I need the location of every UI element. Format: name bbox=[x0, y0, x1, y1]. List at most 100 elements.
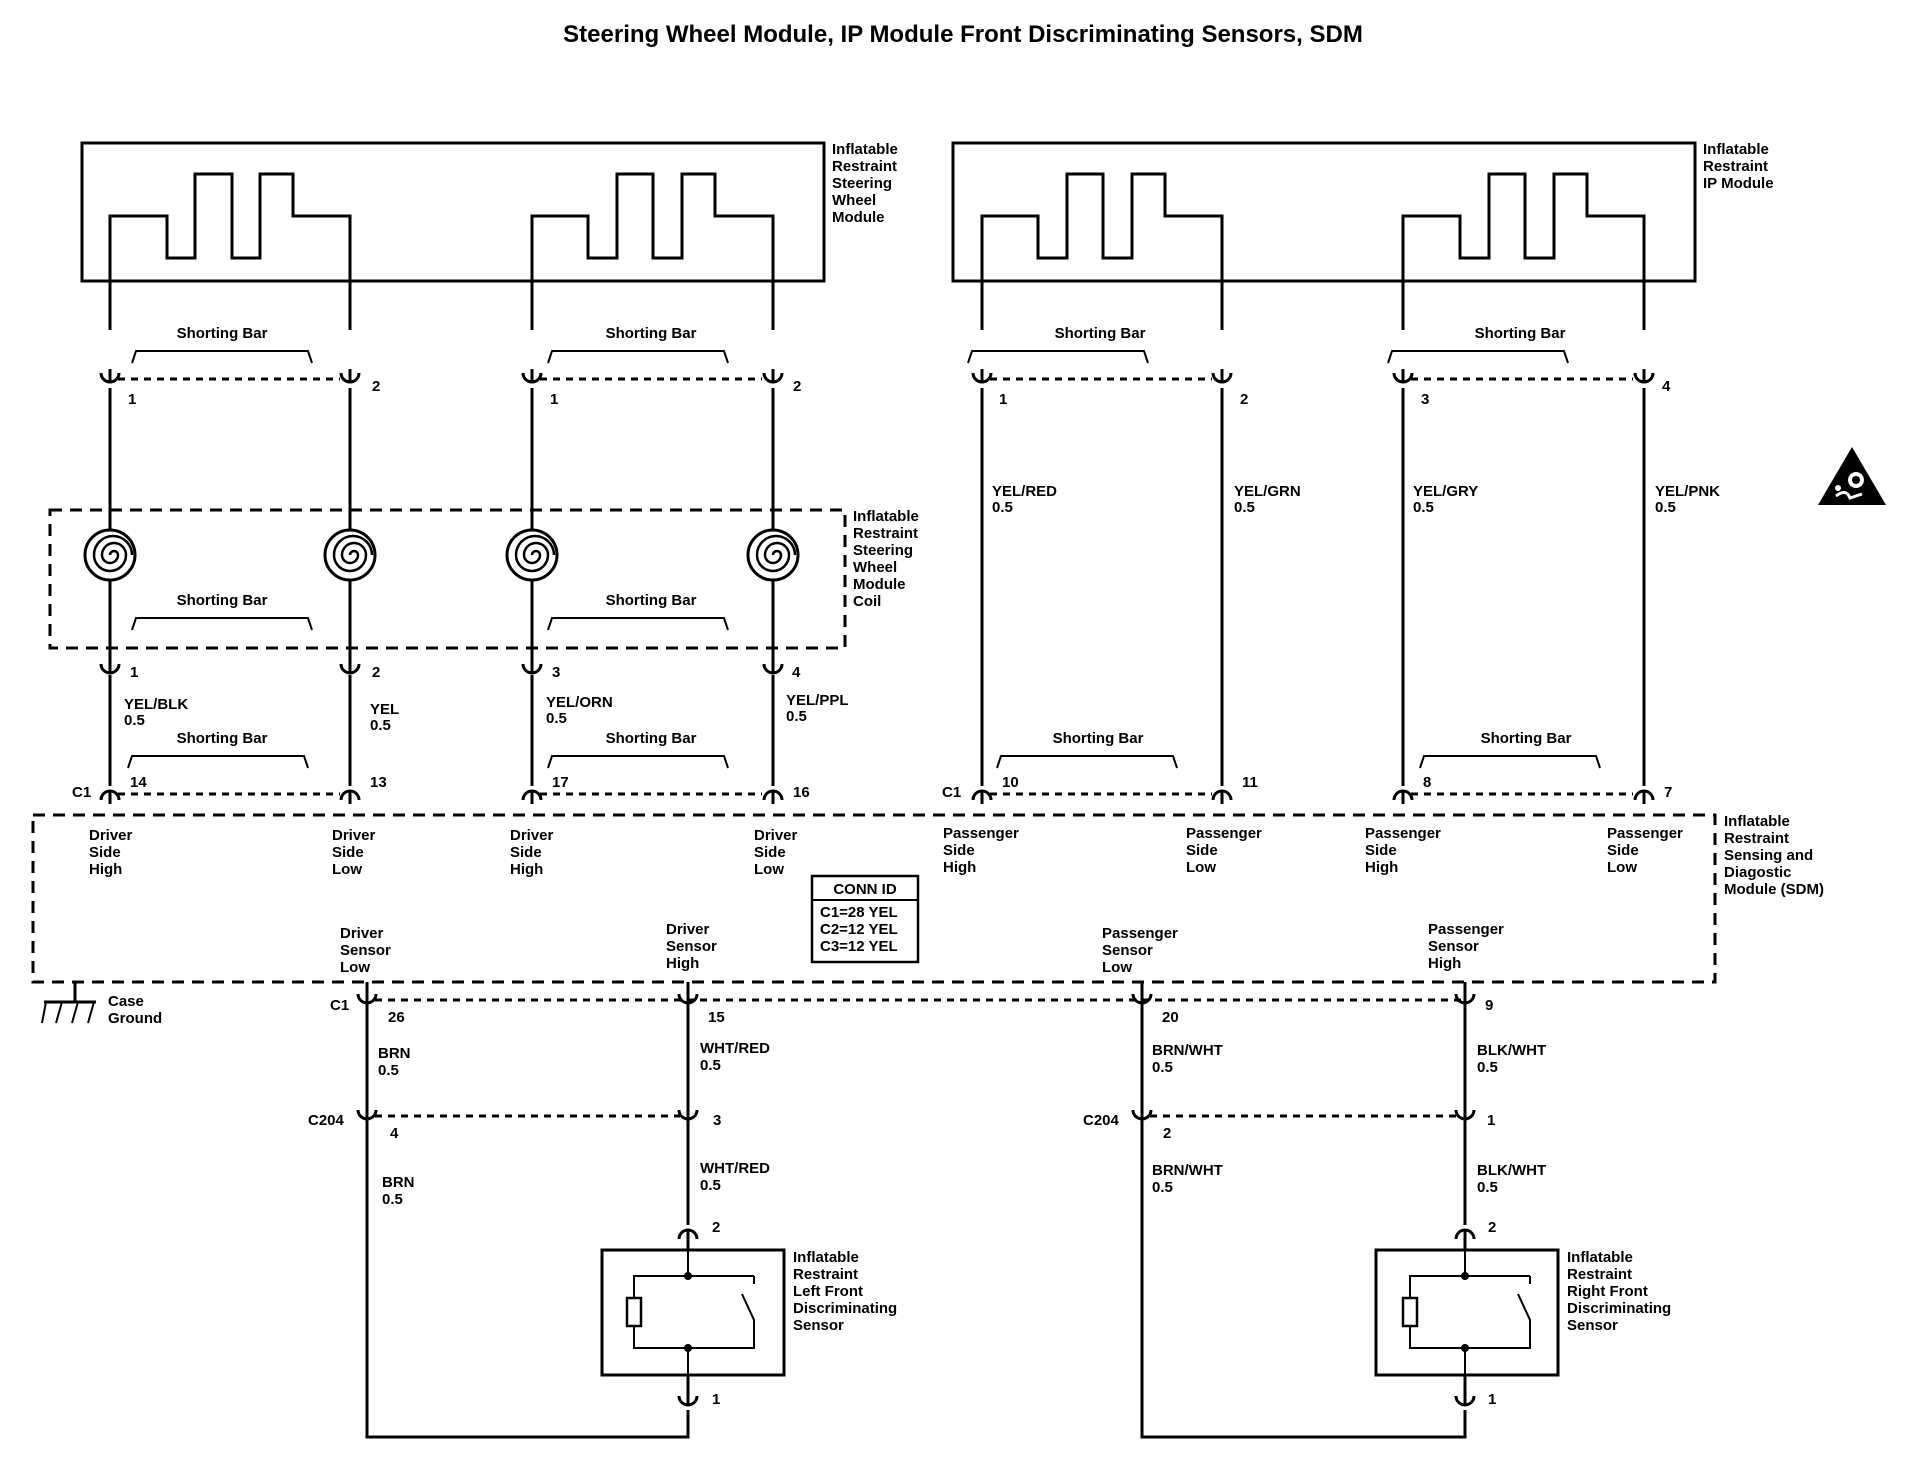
sdm-label-2: Restraint bbox=[1724, 830, 1789, 847]
sensor-wires: BRN 0.5 WHT/RED 0.5 BRN/WHT 0.5 BLK/WHT … bbox=[365, 1119, 1546, 1439]
pin-label: 2 bbox=[372, 378, 380, 395]
pin-label: 15 bbox=[708, 1009, 725, 1026]
pin-label: 1 bbox=[1487, 1112, 1495, 1129]
coil-label-4: Wheel bbox=[853, 559, 897, 576]
terminal-name: Side bbox=[510, 844, 542, 861]
pin-label: 14 bbox=[130, 774, 147, 791]
pin-label: 1 bbox=[128, 391, 136, 408]
shorting-bar-label: Shorting Bar bbox=[1475, 325, 1566, 342]
conn-id-line: C1=28 YEL bbox=[820, 904, 898, 921]
terminal-name: High bbox=[1365, 859, 1398, 876]
pin-label: 1 bbox=[999, 391, 1007, 408]
terminal-name: Side bbox=[332, 844, 364, 861]
connector-c1-label: C1 bbox=[72, 784, 91, 801]
right-sensor-label-3: Right Front bbox=[1567, 1283, 1648, 1300]
wire-gauge-label: 0.5 bbox=[382, 1191, 403, 1208]
coil-spiral-icon bbox=[83, 528, 137, 582]
connector-c204-label: C204 bbox=[308, 1112, 345, 1129]
wire-color-label: BRN bbox=[378, 1045, 411, 1062]
ip-module: Inflatable Restraint IP Module bbox=[951, 141, 1774, 330]
c204-connectors: C204 C204 4 3 2 1 bbox=[308, 1104, 1495, 1142]
pin-label: 1 bbox=[712, 1391, 720, 1408]
pin-label: 2 bbox=[712, 1219, 720, 1236]
swm-label-5: Module bbox=[832, 209, 885, 226]
swm-label-4: Wheel bbox=[832, 192, 876, 209]
terminal-name: High bbox=[510, 861, 543, 878]
case-ground: Case Ground bbox=[41, 982, 162, 1027]
driver-side-wires bbox=[108, 388, 775, 786]
pin-label: 9 bbox=[1485, 997, 1493, 1014]
pin-label: 4 bbox=[792, 664, 801, 681]
coil-label-1: Inflatable bbox=[853, 508, 919, 525]
sensor-terminals: 2 2 1 1 bbox=[677, 1219, 1496, 1408]
shorting-bar-label: Shorting Bar bbox=[606, 325, 697, 342]
terminal-name: Low bbox=[1102, 959, 1132, 976]
pin-label: 7 bbox=[1664, 784, 1672, 801]
pin-label: 8 bbox=[1423, 774, 1431, 791]
swm-label-2: Restraint bbox=[832, 158, 897, 175]
steering-wheel-module-coil: Shorting Bar Shorting Bar Inflatable Res… bbox=[48, 508, 919, 650]
terminal-name: Side bbox=[943, 842, 975, 859]
left-sensor-label-4: Discriminating bbox=[793, 1300, 897, 1317]
terminal-name: Driver bbox=[332, 827, 376, 844]
sdm-label-5: Module (SDM) bbox=[1724, 881, 1824, 898]
pin-label: 1 bbox=[1488, 1391, 1496, 1408]
coil-label-2: Restraint bbox=[853, 525, 918, 542]
pin-label: 2 bbox=[372, 664, 380, 681]
pin-label: 26 bbox=[388, 1009, 405, 1026]
terminal-name: Side bbox=[754, 844, 786, 861]
case-ground-label: Ground bbox=[108, 1010, 162, 1027]
wire-gauge-label: 0.5 bbox=[1655, 499, 1676, 516]
pin-label: 13 bbox=[370, 774, 387, 791]
terminal-name: High bbox=[943, 859, 976, 876]
airbag-warning-icon bbox=[1818, 447, 1886, 505]
coil-label-6: Coil bbox=[853, 593, 881, 610]
c1-to-c204-wires: BRN 0.5 WHT/RED 0.5 BRN/WHT 0.5 BLK/WHT … bbox=[365, 1003, 1546, 1108]
case-ground-label: Case bbox=[108, 993, 144, 1010]
connector-c1-label: C1 bbox=[942, 784, 961, 801]
shorting-bar-label: Shorting Bar bbox=[1481, 730, 1572, 747]
swm-label-3: Steering bbox=[832, 175, 892, 192]
wire-color-label: YEL/PNK bbox=[1655, 483, 1720, 500]
left-sensor-label-2: Restraint bbox=[793, 1266, 858, 1283]
swm-label-1: Inflatable bbox=[832, 141, 898, 158]
left-sensor-label-5: Sensor bbox=[793, 1317, 844, 1334]
right-sensor-label-2: Restraint bbox=[1567, 1266, 1632, 1283]
pin-label: 2 bbox=[793, 378, 801, 395]
shorting-bar-label: Shorting Bar bbox=[1053, 730, 1144, 747]
terminal-name: Passenger bbox=[1186, 825, 1262, 842]
sdm-label-4: Diagostic bbox=[1724, 864, 1792, 881]
terminal-name: Passenger bbox=[1428, 921, 1504, 938]
diagram-title: Steering Wheel Module, IP Module Front D… bbox=[563, 21, 1363, 48]
wire-color-label: BRN bbox=[382, 1174, 415, 1191]
terminal-name: Passenger bbox=[943, 825, 1019, 842]
terminal-name: Side bbox=[1365, 842, 1397, 859]
wire-color-label: WHT/RED bbox=[700, 1160, 770, 1177]
pin-label: 2 bbox=[1240, 391, 1248, 408]
wire-gauge-label: 0.5 bbox=[786, 708, 807, 725]
driver-wire-labels: YEL/BLK 0.5 YEL 0.5 YEL/ORN 0.5 YEL/PPL … bbox=[124, 692, 849, 734]
shorting-bar-label: Shorting Bar bbox=[1055, 325, 1146, 342]
pin-label: 11 bbox=[1242, 774, 1258, 791]
wire-color-label: YEL/ORN bbox=[546, 694, 613, 711]
terminal-name: Low bbox=[332, 861, 362, 878]
pin-label: 1 bbox=[130, 664, 138, 681]
terminal-name: Driver bbox=[340, 925, 384, 942]
coil-label-3: Steering bbox=[853, 542, 913, 559]
terminal-name: Low bbox=[1607, 859, 1637, 876]
coil-spiral-icon bbox=[323, 528, 377, 582]
wire-color-label: BRN/WHT bbox=[1152, 1042, 1223, 1059]
coil-spiral-icon bbox=[505, 528, 559, 582]
sdm-upper-shorting-bars: Shorting Bar Shorting Bar Shorting Bar S… bbox=[72, 730, 1672, 806]
pin-label: 16 bbox=[793, 784, 810, 801]
left-sensor-label-3: Left Front bbox=[793, 1283, 863, 1300]
terminal-name: Sensor bbox=[340, 942, 391, 959]
coil-spiral-icon bbox=[746, 528, 800, 582]
terminal-name: Driver bbox=[666, 921, 710, 938]
coil-label-5: Module bbox=[853, 576, 906, 593]
sdm-label-1: Inflatable bbox=[1724, 813, 1790, 830]
wire-color-label: BRN/WHT bbox=[1152, 1162, 1223, 1179]
steering-wheel-module: Inflatable Restraint Steering Wheel Modu… bbox=[80, 141, 898, 330]
terminal-name: Low bbox=[754, 861, 784, 878]
